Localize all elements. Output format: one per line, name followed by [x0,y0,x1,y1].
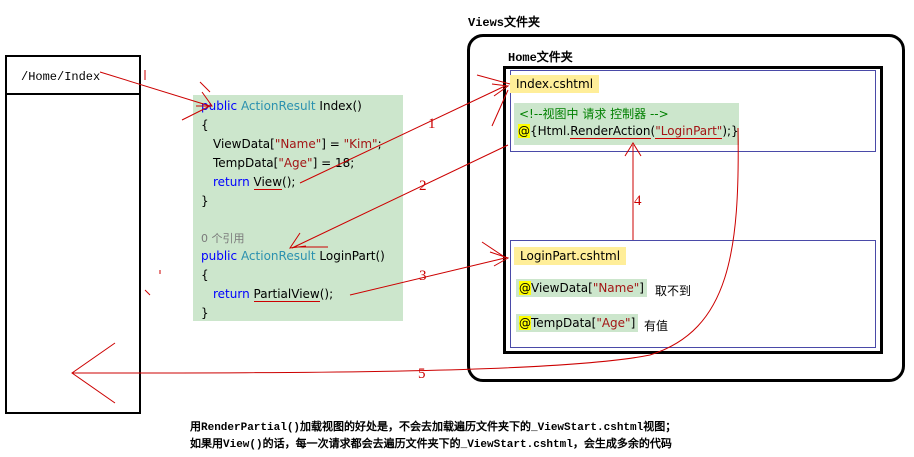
code-line-tempdata: TempData["Age"] = 18; [213,156,355,170]
mark-2 [199,81,211,93]
loginpart-filename: LoginPart.cshtml [514,247,627,265]
code-line-return-view: return View(); [213,175,296,190]
index-filename: Index.cshtml [510,75,600,93]
address-bar: /Home/Index [7,57,139,95]
code-line-return-partialview: return PartialView(); [213,287,334,302]
browser-window: /Home/Index [5,55,141,414]
views-folder-box [467,34,905,382]
mark-3 [144,289,151,296]
arrowhead-step-3 [489,251,510,267]
arrow-step-1-line3 [491,89,509,127]
index-comment: <!--视图中 请求 控制器 --> [519,107,669,121]
arrow-step-1 [299,85,506,184]
arrow-step-3-line2 [481,241,507,259]
arrow-step-3 [349,257,506,296]
code-line-brace-close: } [201,194,209,208]
code-line-brace: { [201,118,209,132]
loginpart-tempdata: @TempData["Age"] [516,314,639,332]
arrowhead-url-to-index-2 [181,105,211,121]
code-line-brace-2: { [201,268,209,282]
url-text: /Home/Index [21,70,101,84]
arrow-step-2 [291,144,509,249]
index-view-box [510,70,876,152]
caption-line-2: 如果用View()的话，每一次请求都会去遍历文件夹下的_ViewStart.cs… [190,439,672,451]
arrowhead-step-2 [288,232,307,249]
arrow-step-1-line2 [476,74,511,85]
arrowhead-step-4 [624,142,642,157]
code-line-viewdata: ViewData["Name"] = "Kim"; [213,137,382,151]
step-label-2: 2 [419,178,427,194]
step-label-3: 3 [419,268,427,284]
code-line-loginpart-signature: public ActionResult LoginPart() [201,249,385,263]
loginpart-viewdata: @ViewData["Name"] [516,279,647,297]
tempdata-note: 有值 [644,319,669,333]
controller-code: public ActionResult Index() { ViewData["… [193,95,403,321]
reference-count: 0 个引用 [201,232,245,245]
arrow-url-to-index [99,71,211,107]
step-label-4: 4 [634,193,642,209]
index-render-action: @{Html.RenderAction("LoginPart");} [518,124,739,139]
code-line-brace-close-2: } [201,306,209,320]
home-folder-title: Home文件夹 [508,51,573,65]
loginpart-view-box [510,240,876,348]
arrowhead-url-to-index [196,91,213,107]
viewdata-note: 取不到 [655,284,692,298]
step-label-1: 1 [428,116,436,132]
arrow-step-5 [71,127,739,374]
arrowhead-step-1 [491,83,510,97]
home-folder-box [503,66,883,354]
arrowhead-step-5 [71,342,116,404]
index-code-block: <!--视图中 请求 控制器 --> @{Html.RenderAction("… [514,103,739,145]
caption-line-1: 用RenderPartial()加载视图的好处是，不会去加载遍历文件夹下的_Vi… [190,422,677,434]
views-folder-title: Views文件夹 [468,16,541,30]
step-label-5: 5 [418,366,426,382]
